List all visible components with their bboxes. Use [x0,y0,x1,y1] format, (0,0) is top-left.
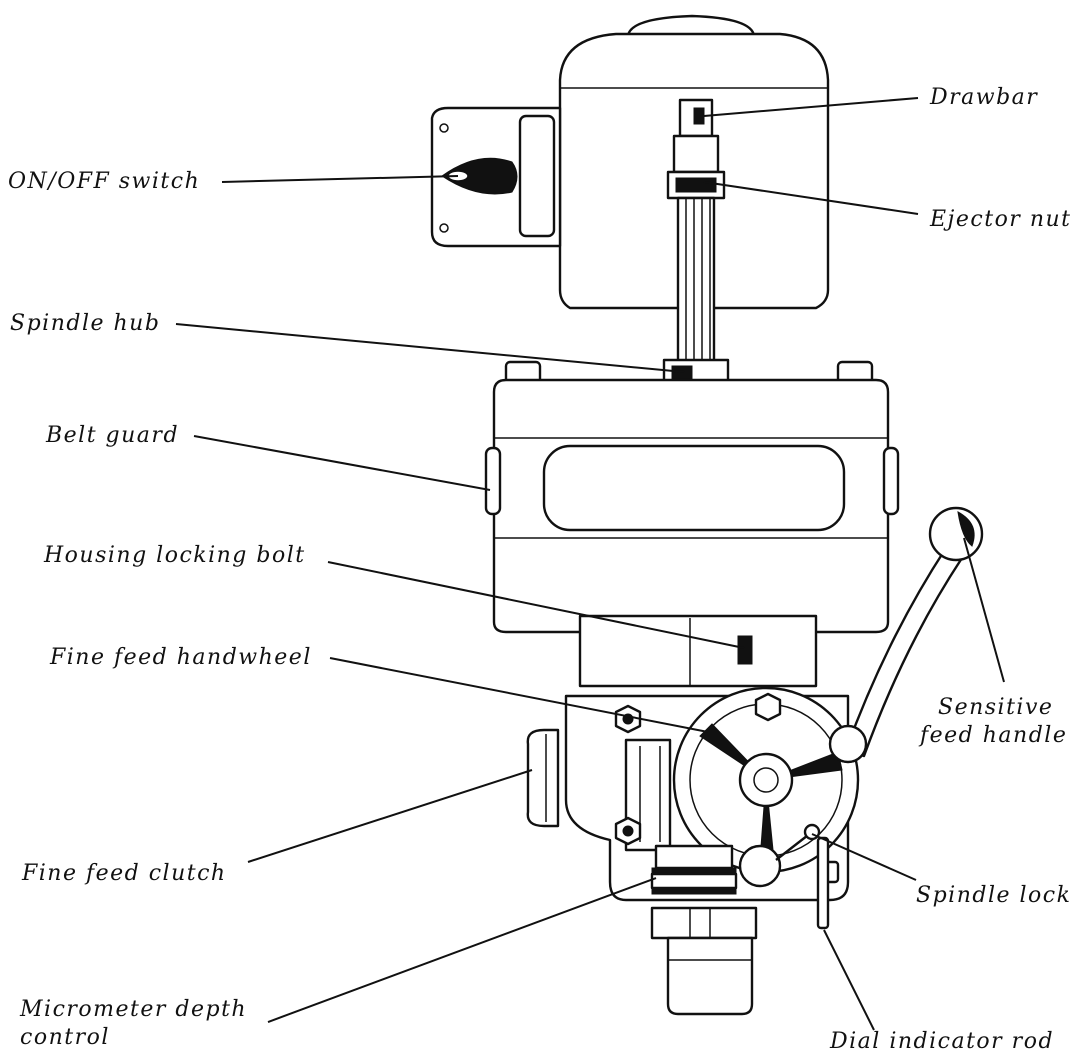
label-on-off-switch: ON/OFF switch [8,169,200,194]
leader-spindle-lock [811,833,917,881]
label-micrometer-depth-control-line1: Micrometer depth [19,997,247,1022]
quill-nose [666,936,754,1016]
fine-feed-handwheel [672,686,860,874]
leader-sensitive-feed-handle [963,537,1005,683]
fine-feed-clutch-knob [526,728,560,828]
leader-fine-feed-clutch [247,769,533,863]
leader-fine-feed-handwheel [329,657,709,733]
label-drawbar: Drawbar [929,85,1038,110]
label-belt-guard: Belt guard [45,423,179,448]
switch-knob [441,157,518,195]
quill-housing [578,614,818,688]
label-ejector-nut: Ejector nut [929,207,1072,232]
leader-ejector-nut [703,181,919,215]
label-spindle-lock: Spindle lock [916,883,1071,908]
leader-dial-indicator-rod [823,929,875,1031]
motor-top-cap [626,14,756,38]
leader-housing-locking-bolt [327,561,745,649]
label-spindle-hub: Spindle hub [10,311,160,336]
milling-head-drawing [430,14,984,1016]
housing-locking-bolt [737,635,753,665]
leader-spindle-hub [175,323,685,373]
leader-on-off-switch [221,175,459,183]
micrometer-depth-control [650,844,758,940]
leader-lines [175,97,1005,1031]
label-housing-locking-bolt: Housing locking bolt [43,543,306,568]
label-fine-feed-handwheel: Fine feed handwheel [49,645,312,670]
sensitive-feed-handle [828,506,984,764]
label-dial-indicator-rod: Dial indicator rod [829,1029,1054,1052]
label-sensitive-feed-handle-line2: feed handle [918,723,1067,748]
label-sensitive-feed-handle-line1: Sensitive [938,695,1053,720]
leader-micrometer-depth-control [267,877,657,1023]
label-fine-feed-clutch: Fine feed clutch [21,861,227,886]
label-micrometer-depth-control-line2: control [20,1025,110,1050]
leader-belt-guard [193,435,491,491]
leader-drawbar [703,97,919,117]
dial-indicator-rod [816,836,830,930]
callout-labels: Drawbar ON/OFF switch Ejector nut Spindl… [8,85,1072,1052]
